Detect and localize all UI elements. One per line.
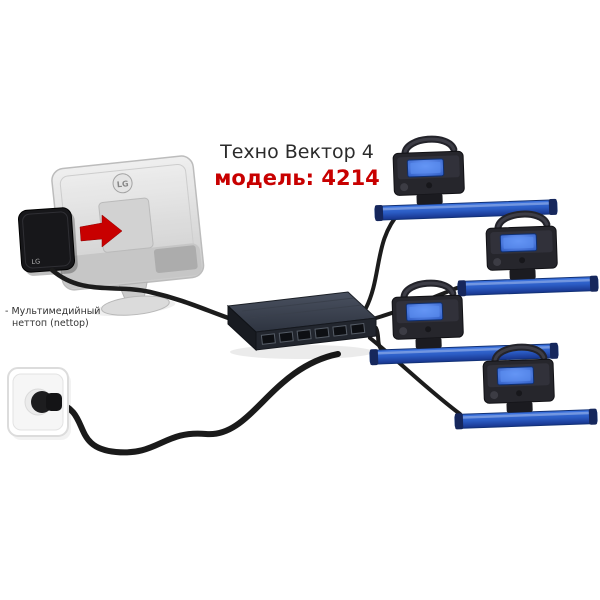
target-bar-endcap: [374, 204, 384, 222]
monitor-port-cover: [153, 245, 198, 273]
switch-port: [296, 329, 312, 341]
nettop-caption-line1: - Мультимедийный: [5, 306, 101, 317]
network-switch: [226, 291, 378, 359]
title-block: Техно Вектор 4 модель: 4214: [206, 141, 388, 190]
switch-port: [332, 325, 348, 337]
target-bar-endcap: [548, 198, 558, 216]
nettop-face-edge: [22, 211, 71, 269]
lg-logo-text: LG: [116, 179, 129, 189]
lg-monitor: LG: [51, 155, 205, 317]
switch-port: [260, 333, 276, 345]
nettop-caption: - Мультимедийный неттоп (nettop): [5, 306, 135, 331]
switch-port-row: [260, 322, 366, 345]
wheel-sensor-2: [457, 212, 599, 297]
sensor-head-1: [393, 138, 465, 205]
target-bar-endcap: [369, 349, 379, 366]
switch-port: [350, 322, 366, 335]
nettop-body: [18, 207, 75, 273]
target-bar-highlight: [382, 202, 549, 211]
product-title: Техно Вектор 4: [220, 141, 374, 163]
red-arrow-icon: [79, 214, 123, 248]
power-outlet: [7, 367, 71, 440]
nettop-caption-line2: неттоп (nettop): [12, 318, 89, 330]
target-bar-highlight: [462, 411, 589, 419]
target-bar-endcap: [589, 275, 599, 292]
nettop-lg-logo-text: LG: [31, 257, 40, 266]
switch-top-ridges: [241, 297, 363, 319]
cable-switch-to-sensor-1: [364, 210, 402, 310]
target-bar-endcap: [457, 280, 467, 297]
switch-port: [278, 331, 294, 343]
model-title: модель: 4214: [214, 165, 380, 190]
switch-shadow: [230, 345, 374, 359]
lg-logo-badge: [112, 173, 133, 194]
wheel-sensor-1: [374, 135, 558, 222]
switch-left-face: [227, 304, 257, 352]
monitor-stand-base: [101, 295, 170, 316]
target-bar-endcap: [549, 342, 559, 359]
cable-nettop-to-switch: [49, 267, 237, 323]
sensor-head-2: [486, 213, 558, 280]
target-bar-endcap: [588, 408, 598, 425]
target-bar-endcap: [454, 413, 464, 430]
cable-power-outlet-to-switch: [53, 351, 341, 456]
power-plug-body: [46, 393, 62, 411]
sensor-head-3: [392, 282, 464, 349]
target-bar-highlight: [465, 278, 590, 286]
nettop-device: LG: [18, 207, 78, 276]
switch-port: [314, 327, 330, 339]
wheel-sensor-4: [454, 345, 598, 430]
cable-switch-to-sensor-4: [368, 336, 462, 416]
